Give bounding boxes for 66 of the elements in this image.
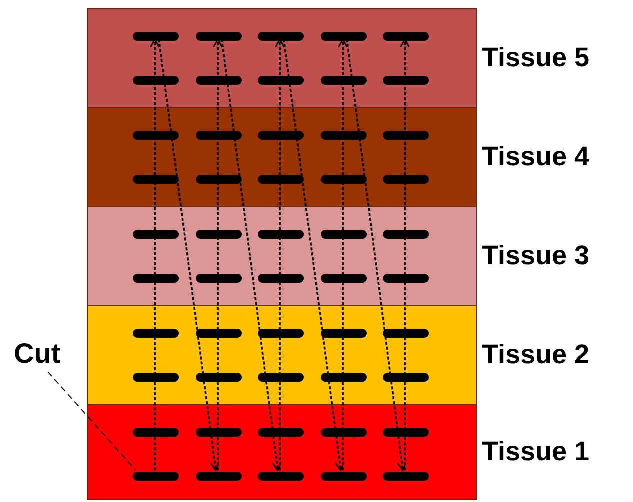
arrow: [338, 38, 348, 470]
cut-mark: [196, 230, 242, 238]
tissue-label: Tissue 3: [482, 240, 590, 272]
cut-mark: [321, 76, 367, 84]
cut-mark: [133, 130, 179, 140]
cut-mark: [196, 174, 242, 184]
cut-mark: [196, 328, 242, 338]
cut-mark: [258, 32, 304, 40]
cut-mark: [133, 32, 179, 40]
cut-mark: [321, 174, 367, 184]
arrow: [346, 39, 408, 472]
cut-mark: [258, 130, 304, 140]
cut-mark: [196, 372, 242, 382]
tissue-label: Tissue 4: [482, 142, 590, 172]
tissue-label: Tissue 5: [482, 42, 590, 74]
arrow: [158, 39, 220, 472]
cut-mark: [258, 428, 304, 436]
cut-mark: [321, 472, 367, 480]
cut-mark: [133, 76, 179, 84]
cut-mark: [196, 472, 242, 480]
cut-mark: [258, 230, 304, 238]
cut-mark: [196, 274, 242, 282]
cut-mark: [133, 372, 179, 382]
arrow: [283, 39, 346, 472]
arrow: [150, 38, 160, 470]
cut-mark: [321, 274, 367, 282]
arrow: [221, 39, 282, 472]
tissue-label: Tissue 2: [482, 340, 590, 370]
cut-mark: [383, 174, 429, 184]
cut-mark: [383, 32, 429, 40]
cut-mark: [133, 328, 179, 338]
cut-label: Cut: [14, 338, 61, 370]
cut-mark: [321, 130, 367, 140]
cut-mark: [258, 472, 304, 480]
cut-mark: [133, 174, 179, 184]
cut-mark: [321, 372, 367, 382]
cut-mark: [133, 428, 179, 436]
cut-mark: [383, 130, 429, 140]
cut-mark: [383, 230, 429, 238]
arrow: [212, 38, 224, 470]
cut-mark: [321, 230, 367, 238]
cut-mark: [383, 274, 429, 282]
cut-mark: [133, 230, 179, 238]
cut-mark: [383, 472, 429, 480]
cut-mark: [383, 328, 429, 338]
tissue-label: Tissue 1: [482, 436, 590, 468]
cut-mark: [196, 76, 242, 84]
cut-mark: [258, 76, 304, 84]
cut-mark: [196, 32, 242, 40]
cut-mark: [321, 328, 367, 338]
cut-mark: [321, 32, 367, 40]
cut-mark: [258, 372, 304, 382]
cut-mark: [383, 428, 429, 436]
leader-line: [48, 372, 136, 471]
cut-mark: [258, 328, 304, 338]
cut-mark: [383, 76, 429, 84]
cut-mark: [383, 372, 429, 382]
cut-mark: [196, 130, 242, 140]
cut-mark: [258, 174, 304, 184]
arrow: [274, 38, 286, 470]
cut-mark: [321, 428, 367, 436]
cut-mark: [196, 428, 242, 436]
cut-mark: [258, 274, 304, 282]
arrow: [400, 38, 410, 470]
cut-mark: [133, 472, 179, 480]
cut-mark: [133, 274, 179, 282]
